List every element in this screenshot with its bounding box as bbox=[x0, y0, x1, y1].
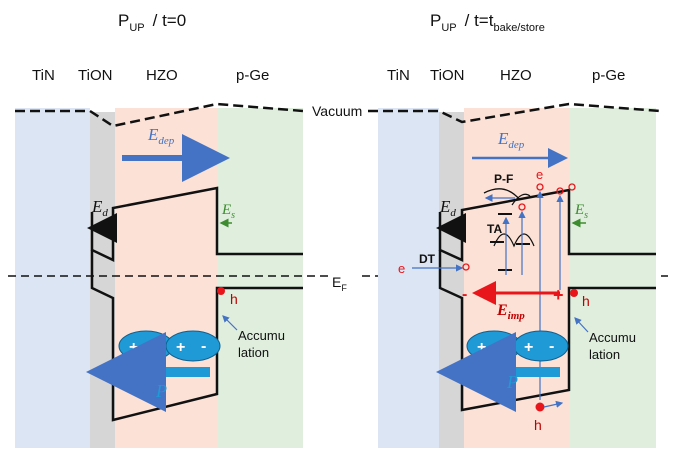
svg-text:+: + bbox=[477, 339, 486, 356]
electron-icon-2 bbox=[536, 183, 544, 191]
left-accum-line2: lation bbox=[238, 345, 269, 360]
pf-emission-curve bbox=[483, 188, 521, 201]
top-electron-label: e bbox=[536, 167, 543, 182]
right-label-tin: TiN bbox=[387, 67, 410, 84]
left-label-ge: p-Ge bbox=[236, 67, 269, 84]
left-label-tion: TiON bbox=[78, 67, 112, 84]
svg-text:-: - bbox=[549, 338, 554, 355]
left-vacuum-level bbox=[15, 102, 304, 128]
eimp-label: Eimp bbox=[496, 302, 525, 322]
left-dipole-2: + - bbox=[165, 330, 221, 362]
svg-text:-: - bbox=[154, 338, 159, 355]
pf-label: P-F bbox=[494, 172, 513, 186]
left-es-label: Es bbox=[221, 202, 235, 221]
eimp-minus: - bbox=[462, 286, 467, 303]
right-ge-layer bbox=[569, 108, 656, 448]
right-label-tion: TiON bbox=[430, 67, 464, 84]
right-label-ge: p-Ge bbox=[592, 67, 625, 84]
left-accum-pointer bbox=[222, 315, 238, 331]
vacuum-label: Vacuum bbox=[312, 103, 362, 119]
eimp-plus: + bbox=[553, 285, 564, 305]
left-label-hzo: HZO bbox=[146, 67, 178, 84]
svg-text:+: + bbox=[129, 339, 138, 356]
left-ge-layer bbox=[217, 108, 303, 448]
left-dipole-1: + - bbox=[118, 330, 174, 362]
left-title: PUP/ t=0 bbox=[118, 11, 186, 34]
svg-text:-: - bbox=[502, 338, 507, 355]
svg-text:-: - bbox=[201, 338, 206, 355]
right-p-label: P bbox=[506, 372, 518, 392]
svg-text:+: + bbox=[524, 339, 533, 356]
fermi-label: EF bbox=[332, 274, 347, 293]
ta-label: TA bbox=[487, 222, 502, 236]
ta-hop-curve bbox=[493, 233, 535, 248]
left-edep-label: Edep bbox=[147, 125, 175, 147]
left-panel: PUP/ t=0 TiN TiON HZO p-Ge Edep Ed Es h … bbox=[15, 11, 304, 448]
left-hole-icon bbox=[217, 287, 225, 295]
dt-label: DT bbox=[419, 252, 436, 266]
right-hole-label: h bbox=[582, 293, 590, 309]
left-p-label: P bbox=[155, 381, 167, 401]
left-valence-band bbox=[90, 250, 303, 422]
right-panel: PUP/ t=tbake/store TiN TiON HZO p-Ge Ede… bbox=[368, 11, 661, 448]
electron-icon-3 bbox=[556, 187, 564, 195]
electron-icon-4 bbox=[568, 183, 576, 191]
bottom-hole-arrow bbox=[543, 400, 564, 408]
right-accum-pointer bbox=[574, 317, 589, 333]
left-tion-layer bbox=[90, 112, 115, 448]
bottom-hole-icon bbox=[535, 402, 545, 412]
left-label-tin: TiN bbox=[32, 67, 55, 84]
pf-hop-curve bbox=[511, 193, 531, 206]
right-accum-line2: lation bbox=[589, 347, 620, 362]
left-ed-label: Ed bbox=[91, 197, 108, 219]
right-title: PUP/ t=tbake/store bbox=[430, 11, 545, 34]
svg-text:+: + bbox=[176, 339, 185, 356]
right-dipole-2: + - bbox=[513, 330, 569, 362]
left-hole-label: h bbox=[230, 291, 238, 307]
right-dipole-1: + - bbox=[466, 330, 522, 362]
electron-icon-1 bbox=[518, 203, 526, 211]
dt-electron-label: e bbox=[398, 261, 405, 276]
right-hole-icon bbox=[570, 289, 578, 297]
right-accum-line1: Accumu bbox=[589, 330, 636, 345]
right-es-label: Es bbox=[574, 202, 588, 221]
right-edep-label: Edep bbox=[497, 129, 525, 151]
right-ed-label: Ed bbox=[439, 197, 456, 219]
bottom-hole-label: h bbox=[534, 417, 542, 433]
left-tin-layer bbox=[15, 108, 90, 448]
right-vacuum-level bbox=[368, 102, 661, 124]
left-accum-line1: Accumu bbox=[238, 328, 285, 343]
right-tion-layer bbox=[439, 112, 464, 448]
right-tin-layer bbox=[378, 108, 439, 448]
right-label-hzo: HZO bbox=[500, 67, 532, 84]
dt-electron-icon bbox=[462, 263, 470, 271]
